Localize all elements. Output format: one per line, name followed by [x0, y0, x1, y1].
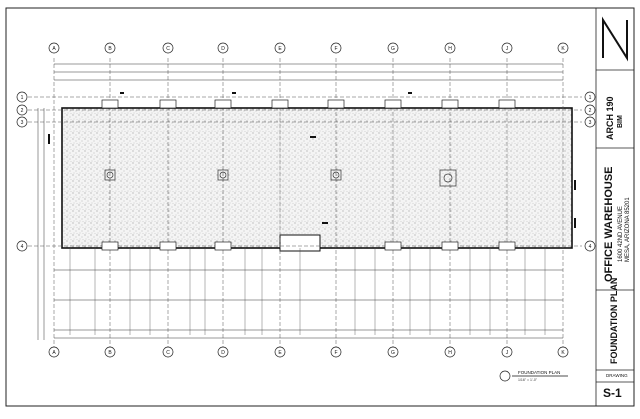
grid-label-col: H [448, 350, 452, 356]
project-address-line1: 1600 42ND AVENUE [618, 206, 624, 262]
top-dimensions [54, 63, 563, 81]
concrete-slab [61, 107, 573, 249]
grid-label-col: F [334, 46, 337, 52]
grid-label-col: F [334, 350, 337, 356]
grid-bubbles-bottom [48, 346, 569, 358]
grid-label-col: B [108, 46, 112, 52]
grid-label-col: A [52, 350, 56, 356]
grid-label-col: C [166, 350, 170, 356]
grid-labels: A B C D E F G H J K A B C D E F G H J K … [21, 46, 592, 356]
logo-mark-icon [602, 16, 628, 62]
grid-label-row: 4 [589, 244, 592, 250]
grid-label-col: C [166, 46, 170, 52]
project-name: OFFICE WAREHOUSE [603, 166, 615, 282]
view-scale: 1/16" = 1'-0" [518, 378, 538, 382]
sheet-number: S-1 [603, 386, 622, 400]
grid-bubbles-left [16, 91, 28, 252]
grid-label-row: 3 [589, 120, 592, 126]
interior-piers [104, 169, 457, 187]
grid-label-col: G [391, 46, 395, 52]
bottom-dimensions [54, 269, 563, 339]
course-subtitle: BIM [617, 115, 624, 128]
grid-bubbles-right [584, 91, 596, 252]
grid-label-row: 2 [589, 108, 592, 114]
grid-label-col: B [108, 350, 112, 356]
footing-pads [101, 99, 516, 251]
extension-lines [69, 248, 546, 335]
drawing-label: DRAWING [606, 373, 628, 378]
grid-label-col: K [561, 350, 565, 356]
grid-label-row: 1 [21, 95, 24, 101]
course-title: ARCH 190 [605, 96, 615, 140]
grid-label-row: 4 [21, 244, 24, 250]
view-title: FOUNDATION PLAN [518, 370, 560, 375]
grid-label-col: D [221, 350, 225, 356]
sheet-border [5, 7, 635, 407]
project-address-line2: MESA, ARIZONA 85201 [625, 197, 631, 262]
grid-label-col: A [52, 46, 56, 52]
grid-label-row: 2 [21, 108, 24, 114]
grid-label-col: J [506, 350, 509, 356]
title-block-frame [595, 8, 634, 406]
grid-label-col: J [506, 46, 509, 52]
view-title-block: FOUNDATION PLAN 1/16" = 1'-0" [499, 370, 568, 382]
grid-label-col: E [278, 46, 282, 52]
grid-label-col: G [391, 350, 395, 356]
sheet-title: FOUNDATION PLAN [609, 277, 619, 364]
grid-label-col: K [561, 46, 565, 52]
grid-bubbles-top [48, 42, 569, 54]
grid-label-row: 1 [589, 95, 592, 101]
section-markers [48, 92, 576, 228]
grid-label-col: H [448, 46, 452, 52]
grid-label-col: E [278, 350, 282, 356]
grid-label-col: D [221, 46, 225, 52]
grid-label-row: 3 [21, 120, 24, 126]
